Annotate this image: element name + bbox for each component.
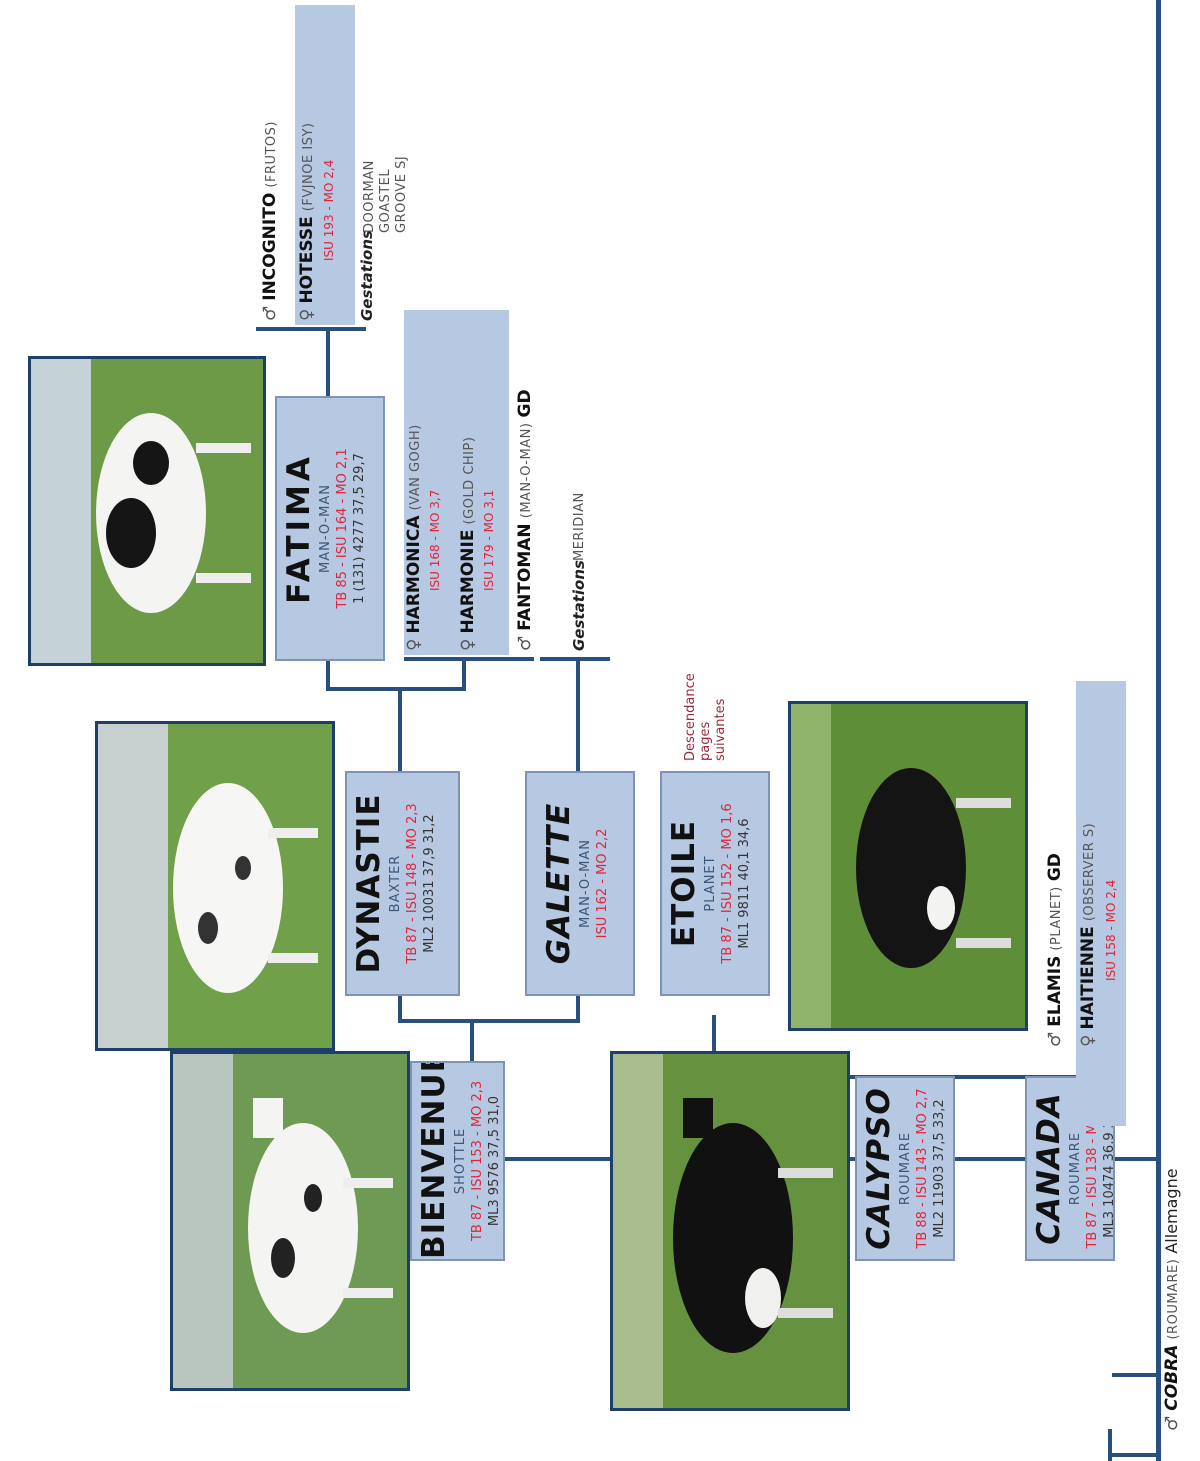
haitienne-stats: ISU 158 - MO 2,4 bbox=[1104, 879, 1118, 981]
fatima-gestations-values: DOORMAN GOASTEL GROOVE SJ bbox=[362, 155, 409, 233]
bienvenue-h bbox=[398, 1019, 580, 1023]
sire-fatima: MAN-O-MAN bbox=[318, 484, 333, 574]
harmonie-entry: ♀HARMONIE (GOLD CHIP) bbox=[458, 436, 478, 651]
cobra-branch bbox=[1110, 1453, 1158, 1457]
sire-calypso: ROUMARE bbox=[898, 1131, 913, 1206]
to-harmonica bbox=[462, 661, 466, 691]
harmonica-entry: ♀HARMONICA (VAN GOGH) bbox=[404, 424, 424, 651]
card-bienvenue: BIENVENUE SHOTTLE TB 87 - ISU 153 - MO 2… bbox=[410, 1061, 505, 1261]
prod-calypso: ML2 11903 37,5 33,2 bbox=[932, 1099, 947, 1238]
cobra-entry: ♂COBRA (ROUMARE) Allemagne bbox=[1162, 1168, 1182, 1431]
stats-galette: ISU 162 - MO 2,2 bbox=[595, 828, 610, 939]
card-dynastie: DYNASTIE BAXTER TB 87 - ISU 148 - MO 2,3… bbox=[345, 771, 460, 996]
fatima-up bbox=[326, 327, 330, 397]
to-fatima bbox=[326, 661, 330, 691]
fatima-photo bbox=[28, 356, 266, 666]
galette-gestations-label: Gestations bbox=[570, 560, 588, 651]
name-calypso: CALYPSO bbox=[861, 1087, 897, 1250]
haitienne-entry: ♀HAITIENNE (OBSERVER S) bbox=[1078, 822, 1098, 1047]
bienvenue-photo bbox=[170, 1051, 410, 1391]
sire-dynastie: BAXTER bbox=[388, 854, 403, 913]
fantoman-entry: ♂FANTOMAN (MAN-O-MAN) GD bbox=[515, 389, 535, 651]
card-etoile: ETOILE PLANET TB 87 - ISU 152 - MO 1,6 M… bbox=[660, 771, 770, 996]
elamis-entry: ♂ELAMIS (PLANET) GD bbox=[1045, 853, 1065, 1047]
prod-dynastie: ML2 10031 37,9 31,2 bbox=[422, 814, 437, 953]
sire-galette: MAN-O-MAN bbox=[578, 839, 593, 929]
name-bienvenue: BIENVENUE bbox=[416, 1061, 452, 1259]
dynastie-vert bbox=[398, 687, 402, 771]
incognito-entry: ♂INCOGNITO (FRUTOS) bbox=[260, 121, 280, 321]
name-canada: CANADA bbox=[1031, 1092, 1067, 1245]
stats-dynastie: TB 87 - ISU 148 - MO 2,3 bbox=[405, 803, 420, 964]
card-galette: GALETTE MAN-O-MAN ISU 162 - MO 2,2 bbox=[525, 771, 635, 996]
sire-bienvenue: SHOTTLE bbox=[453, 1127, 468, 1195]
harmonie-stats: ISU 179 - MO 3,1 bbox=[482, 489, 496, 591]
dynastie-h bbox=[326, 687, 466, 691]
descendance-note: Descendance pages suivantes bbox=[683, 673, 728, 761]
sire-etoile: PLANET bbox=[703, 855, 718, 912]
hotesse-entry: ♀HOTESSE (FVJNOE ISY) bbox=[297, 122, 317, 321]
prod-etoile: ML1 9811 40,1 34,6 bbox=[737, 818, 752, 949]
galette-bar bbox=[540, 657, 610, 661]
name-dynastie: DYNASTIE bbox=[351, 793, 387, 974]
harmonica-stats: ISU 168 - MO 3,7 bbox=[428, 489, 442, 591]
galette-up bbox=[576, 659, 580, 773]
trunk-line bbox=[1156, 0, 1161, 1461]
canada-branch bbox=[1112, 1373, 1158, 1377]
fatima-bar bbox=[256, 327, 366, 331]
prod-bienvenue: ML3 9576 37,5 31,0 bbox=[487, 1095, 502, 1227]
calypso-photo bbox=[610, 1051, 850, 1411]
etoile-photo bbox=[788, 701, 1028, 1031]
cobra-tick bbox=[1108, 1429, 1112, 1461]
card-fatima: FATIMA MAN-O-MAN TB 85 - ISU 164 - MO 2,… bbox=[275, 396, 385, 661]
galette-gestations-value: MERIDIAN bbox=[572, 492, 587, 561]
stats-bienvenue: TB 87 - ISU 153 - MO 2,3 bbox=[470, 1080, 485, 1242]
stats-etoile: TB 87 - ISU 152 - MO 1,6 bbox=[720, 803, 735, 964]
card-calypso: CALYPSO ROUMARE TB 88 - ISU 143 - MO 2,7… bbox=[855, 1076, 955, 1261]
stats-fatima: TB 85 - ISU 164 - MO 2,1 bbox=[335, 448, 350, 609]
name-fatima: FATIMA bbox=[281, 453, 317, 604]
fatima-gestations-label: Gestations bbox=[358, 230, 376, 321]
harmonica-bar bbox=[404, 657, 534, 661]
hotesse-stats: ISU 193 - MO 2,4 bbox=[322, 159, 336, 261]
name-galette: GALETTE bbox=[541, 802, 577, 965]
dynastie-photo bbox=[95, 721, 335, 1051]
stats-calypso: TB 88 - ISU 143 - MO 2,7 bbox=[915, 1088, 930, 1249]
prod-fatima: 1 (131) 4277 37,5 29,7 bbox=[352, 453, 367, 604]
name-etoile: ETOILE bbox=[666, 819, 702, 948]
